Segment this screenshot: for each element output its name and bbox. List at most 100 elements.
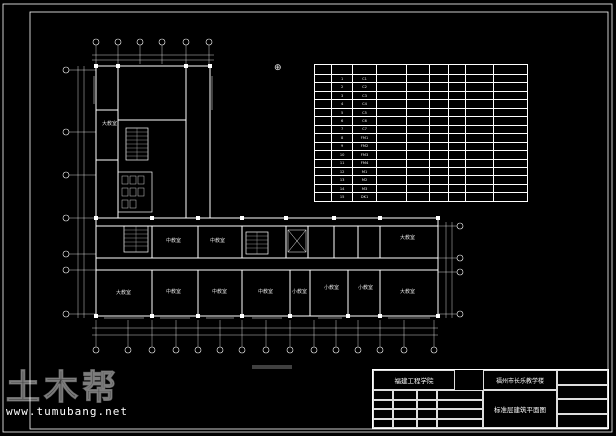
schedule-cell (375, 124, 407, 135)
schedule-cell (448, 133, 467, 143)
room-label-lower-5: 小教室 (324, 285, 340, 291)
schedule-cell (492, 158, 529, 169)
title-block-value-6 (437, 409, 483, 419)
schedule-cell: C6 (352, 116, 377, 126)
title-block: 福建工程学院 福州市长乐教学楼 标准层建筑平面图 (372, 369, 609, 429)
schedule-cell (465, 107, 494, 118)
schedule-cell (465, 124, 494, 135)
left-dimension-lines (69, 66, 96, 318)
schedule-cell (375, 90, 407, 101)
schedule-cell (465, 141, 494, 152)
schedule-cell (428, 175, 450, 185)
schedule-cell (313, 133, 333, 143)
schedule-cell (405, 73, 430, 84)
title-block-side-1 (557, 370, 608, 385)
schedule-cell (405, 99, 430, 109)
schedule-cell: 2 (331, 82, 354, 92)
schedule-cell (428, 99, 450, 109)
schedule-cell (492, 150, 529, 160)
toilet-block (117, 171, 153, 213)
schedule-cell (375, 82, 407, 92)
schedule-cell (405, 90, 430, 101)
schedule-cell (492, 99, 529, 109)
schedule-cell (428, 158, 450, 169)
schedule-cell (492, 107, 529, 118)
window-marks (93, 76, 430, 319)
schedule-cell (465, 175, 494, 185)
schedule-cell (492, 192, 529, 202)
schedule-cell (465, 158, 494, 169)
title-block-project: 福州市长乐教学楼 (483, 370, 557, 390)
schedule-cell (405, 116, 430, 126)
schedule-cell: FM3 (352, 150, 377, 160)
schedule-cell (448, 82, 467, 92)
schedule-cell (465, 82, 494, 92)
schedule-cell (375, 141, 407, 152)
schedule-cell (465, 116, 494, 126)
schedule-cell (405, 192, 430, 202)
title-block-value-8 (437, 418, 483, 428)
title-block-school: 福建工程学院 (373, 370, 455, 390)
schedule-cell: C3 (352, 90, 377, 101)
schedule-cell (313, 150, 333, 160)
schedule-cell (465, 73, 494, 84)
left-axis-bubbles (62, 66, 70, 318)
schedule-cell: 13 (331, 175, 354, 185)
schedule-cell (428, 116, 450, 126)
schedule-cell: C1 (352, 73, 377, 84)
schedule-header-cell (405, 64, 430, 75)
schedule-header-cell (492, 64, 529, 75)
schedule-cell (492, 183, 529, 194)
schedule-cell (428, 73, 450, 84)
title-block-side-4 (557, 413, 608, 428)
schedule-cell: 7 (331, 124, 354, 135)
schedule-cell (375, 150, 407, 160)
schedule-cell (375, 133, 407, 143)
title-block-value-1 (393, 390, 417, 400)
schedule-cell: 10 (331, 150, 354, 160)
schedule-cell: 12 (331, 166, 354, 177)
schedule-cell (313, 175, 333, 185)
room-label-lower-2: 中教室 (212, 289, 228, 295)
schedule-cell (428, 82, 450, 92)
title-block-label-1 (373, 390, 393, 400)
schedule-cell: M2 (352, 175, 377, 185)
schedule-cell (405, 175, 430, 185)
watermark-url: www.tumubang.net (6, 405, 128, 418)
schedule-cell: M3 (352, 183, 377, 194)
schedule-cell: C5 (352, 107, 377, 118)
schedule-cell: 3 (331, 90, 354, 101)
room-label-right-large-lower: 大教室 (400, 289, 416, 295)
room-label-mid-2: 中教室 (210, 238, 226, 244)
title-block-side-2 (557, 384, 608, 399)
schedule-cell (375, 99, 407, 109)
stairwell-left (123, 225, 149, 253)
columns (94, 64, 440, 318)
schedule-cell (492, 141, 529, 152)
right-axis-bubbles (456, 222, 464, 318)
room-label-left-large: 大教室 (102, 121, 118, 127)
title-block-value-5 (393, 409, 417, 419)
schedule-cell (313, 73, 333, 84)
top-axis-bubbles (92, 38, 213, 46)
schedule-cell (405, 166, 430, 177)
schedule-cell (492, 166, 529, 177)
schedule-cell (492, 116, 529, 126)
schedule-cell (313, 124, 333, 135)
schedule-cell (448, 166, 467, 177)
room-label-lower-1: 中教室 (166, 289, 182, 295)
schedule-cell (465, 183, 494, 194)
schedule-cell: C7 (352, 124, 377, 135)
schedule-cell: FM1 (352, 133, 377, 143)
title-block-value-7 (393, 418, 417, 428)
